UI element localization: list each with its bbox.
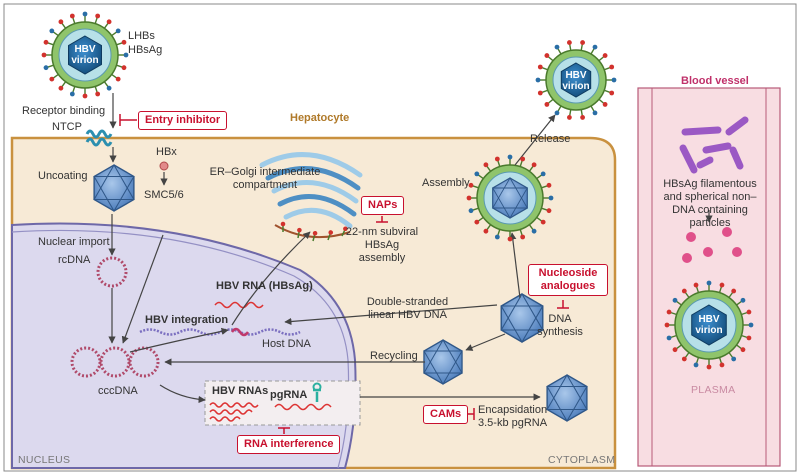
- er-golgi: [259, 152, 363, 229]
- hbsag-label: HBsAg: [128, 44, 163, 56]
- virion-spikes: [41, 11, 129, 99]
- smc-label: SMC5/6: [144, 189, 184, 201]
- entry-inhibitor-tag: Entry inhibitor: [138, 111, 228, 130]
- uncoating-label: Uncoating: [38, 170, 88, 182]
- virion-label-plasma: HBV virion: [695, 314, 723, 336]
- cccdna-label: cccDNA: [98, 385, 138, 397]
- assembly-label: Assembly: [422, 177, 470, 189]
- blood-vessel-label: Blood vessel: [681, 75, 749, 87]
- subviral-particles: [274, 220, 351, 243]
- virion-spikes: [535, 40, 617, 120]
- virion-spikes: [664, 280, 754, 370]
- nucleoside-tag: Nucleoside analogues: [528, 264, 608, 296]
- hbx-protein: [159, 161, 169, 171]
- host-dna: [139, 327, 301, 337]
- dna-synthesis-label: DNA synthesis: [537, 313, 583, 338]
- host-dna-label: Host DNA: [262, 338, 311, 350]
- cams-tag: CAMs: [423, 405, 469, 424]
- release-label: Release: [530, 133, 571, 145]
- assembly-virion: [476, 164, 544, 232]
- plasma-label: PLASMA: [691, 384, 736, 396]
- naps-tag: NAPs: [361, 196, 405, 215]
- hbv-rnas-waves: [209, 402, 259, 422]
- arrows: [108, 93, 713, 404]
- pgrna-hairpin: [312, 382, 322, 402]
- blood-vessel: [637, 87, 781, 467]
- ntcp-receptor: [85, 129, 113, 147]
- hbv-virion-release: [545, 49, 607, 111]
- virion-label-entry: HBV virion: [71, 44, 99, 66]
- encapsidation-label: Encapsidation 3.5-kb pgRNA: [478, 404, 548, 429]
- nuclear-import-label: Nuclear import: [38, 236, 110, 248]
- nucleus-label: NUCLEUS: [18, 454, 71, 466]
- ntcp-label: NTCP: [52, 121, 82, 133]
- hepatocyte-label: Hepatocyte: [290, 112, 350, 124]
- pgrna-wave: [274, 403, 332, 411]
- rcdna-label: rcDNA: [58, 254, 91, 266]
- receptor-binding-label: Receptor binding: [22, 105, 106, 117]
- virion-spikes: [466, 154, 554, 242]
- inhibitor-bars: [119, 114, 569, 434]
- subviral-label: 22-nm subviral HBsAg assembly: [345, 226, 419, 264]
- er-golgi-label: ER–Golgi intermediate compartment: [209, 166, 321, 191]
- hbv-integration-label: HBV integration: [145, 314, 229, 326]
- cytoplasm-label: CYTOPLASM: [548, 454, 616, 466]
- hbv-rnas-label: HBV RNAs: [212, 385, 269, 397]
- virion-label-release: HBV virion: [562, 70, 590, 92]
- recycling-label: Recycling: [370, 350, 418, 362]
- hbv-rna-hbsag-label: HBV RNA (HBsAg): [216, 280, 313, 292]
- hbv-rna-hbsag: [214, 301, 264, 309]
- pgrna-label: pgRNA: [270, 389, 308, 401]
- spherical-particles: [682, 227, 742, 263]
- ds-linear-label: Double-stranded linear HBV DNA: [366, 296, 449, 321]
- lhbs-label: LHBs: [128, 30, 155, 42]
- hbx-label: HBx: [156, 146, 177, 158]
- hbsag-particles-label: HBsAg filamentous and spherical non–DNA …: [663, 178, 757, 229]
- filamentous-particles: [679, 116, 749, 174]
- rna-box: [204, 380, 361, 426]
- hbv-virion-entry: [51, 21, 119, 89]
- rna-interference-tag: RNA interference: [237, 435, 341, 454]
